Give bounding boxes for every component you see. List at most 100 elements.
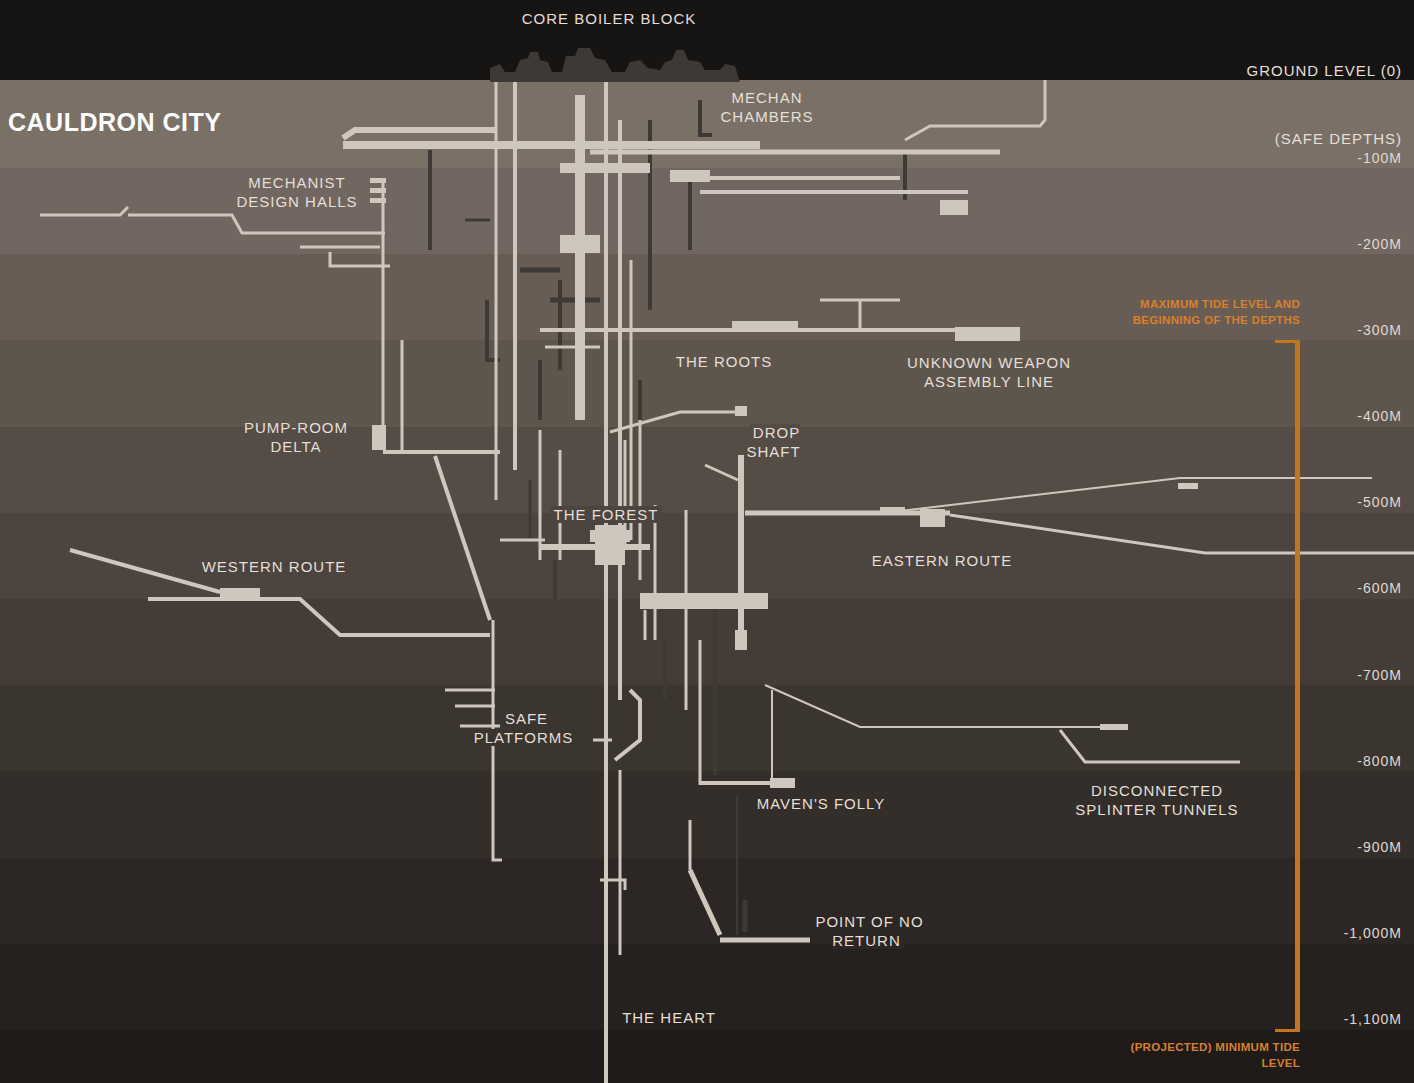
map-label-box: SAFE PLATFORMS [465,709,585,747]
tunnel [771,690,773,783]
depth-band [0,340,1414,427]
depth-marker: -400M [1357,408,1402,424]
core-boiler-block [490,48,740,82]
map-label-box: WESTERN ROUTE [189,557,359,576]
map-label-box: -100M [1312,149,1402,168]
tunnel [128,215,385,233]
map-label-box: -900M [1312,838,1402,857]
tunnel [685,510,688,710]
tunnel [765,685,1125,727]
chamber [940,200,968,215]
tide-range-bar [1275,340,1300,1032]
area-label: POINT OF NO RETURN [812,913,923,949]
tunnel [382,180,385,450]
tunnel [590,150,1000,155]
dark-shaft [663,640,667,700]
dark-shaft [736,795,738,935]
map-label-box: -400M [1312,407,1402,426]
map-label-box: DROP SHAFT [735,423,815,461]
tunnel [689,820,692,870]
tunnel [900,478,1372,511]
map-label-box: -300M [1312,321,1402,340]
map-label-box: POINT OF NO RETURN [808,912,928,950]
tunnel [600,880,625,890]
dark-shaft [428,150,432,250]
depth-band [0,944,1414,1030]
dark-shaft [558,280,562,370]
dark-shaft [538,360,542,420]
area-label: CORE BOILER BLOCK [522,10,697,27]
tunnel [455,705,495,708]
area-label: PUMP-ROOM DELTA [244,419,348,455]
area-label: GROUND LEVEL (0) [1247,62,1402,79]
depth-band [0,80,1414,168]
area-label: DISCONNECTED SPLINTER TUNNELS [1075,782,1238,818]
chamber [1100,724,1128,730]
map-label-box: (SAFE DEPTHS) [1242,129,1402,148]
tunnel [559,450,562,560]
depth-marker: -800M [1357,753,1402,769]
chamber [670,170,710,182]
chamber [640,593,768,609]
chamber [370,178,386,183]
tunnel [654,505,657,640]
tunnel [732,321,798,329]
depth-band [0,599,1414,685]
tide-range-bar [1295,340,1300,1032]
area-label: (SAFE DEPTHS) [1275,130,1402,147]
tide-note: (PROJECTED) MINIMUM TIDE LEVEL [1131,1041,1300,1069]
chamber [220,170,1198,788]
map-label-box: MECHAN CHAMBERS [707,88,827,126]
tunnel [699,640,702,785]
map-label-box: THE HEART [609,1008,729,1027]
tunnel [644,610,647,640]
tunnel [630,260,633,540]
tunnel [148,599,490,635]
map-label-box: -700M [1312,666,1402,685]
tunnel [300,246,380,249]
depth-marker: -100M [1357,150,1402,166]
tunnel [545,346,600,349]
chamber [595,525,625,565]
tunnel [859,300,862,330]
tunnel [604,80,608,1083]
chamber [560,235,600,253]
dark-shaft [430,100,905,935]
map-label-box: DISCONNECTED SPLINTER TUNNELS [1057,781,1257,819]
tide-note-box: MAXIMUM TIDE LEVEL AND BEGINNING OF THE … [1090,296,1300,328]
area-label: EASTERN ROUTE [872,552,1013,569]
depth-marker: -600M [1357,580,1402,596]
map-label-box: -800M [1312,752,1402,771]
chamber [735,406,747,416]
chamber [880,507,905,515]
chamber [220,588,260,597]
dark-shaft [520,268,560,273]
tunnel [401,340,404,450]
chamber [955,327,1020,341]
tunnel [680,176,900,180]
map-label-box: CORE BOILER BLOCK [489,9,729,28]
depth-band [0,858,1414,944]
tunnel [343,130,495,138]
map-label-box: -500M [1312,493,1402,512]
tunnel [500,539,545,542]
map-label-box: EASTERN ROUTE [857,551,1027,570]
map-label-box: MAVEN'S FOLLY [746,794,896,813]
area-label: SAFE PLATFORMS [474,710,577,746]
tunnel [435,456,490,620]
map-title: CAULDRON CITY [8,108,221,137]
tunnel [1060,730,1240,762]
map-label-box: THE FOREST [546,505,666,524]
map-label-box: GROUND LEVEL (0) [1202,61,1402,80]
tunnel [705,465,738,480]
dark-shaft [487,300,500,360]
depth-band [0,1030,1414,1083]
dark-shaft [743,900,748,932]
map-label-box: -1,100M [1312,1010,1402,1029]
depth-marker: -1,100M [1344,1011,1402,1027]
area-label: MAVEN'S FOLLY [754,795,889,812]
depth-marker: -900M [1357,839,1402,855]
tunnel [70,550,220,592]
